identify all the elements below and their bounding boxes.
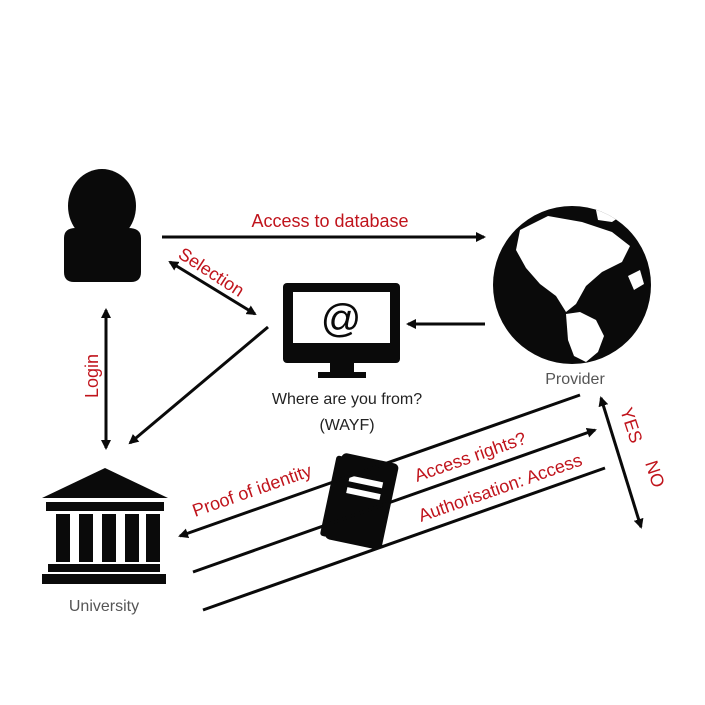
globe-icon <box>493 206 651 364</box>
monitor-at-icon: @ <box>283 283 400 378</box>
university-building-icon <box>42 468 168 584</box>
access-to-database-label: Access to database <box>251 211 408 231</box>
yes-no-arrow <box>598 396 644 529</box>
authorisation-line <box>202 466 606 612</box>
selection-arrow <box>168 260 257 316</box>
yes-label: YES <box>616 405 646 445</box>
book-icon <box>320 453 399 550</box>
access-rights-arrow <box>192 427 597 574</box>
no-label: NO <box>641 458 668 490</box>
proof-of-identity-arrow <box>178 393 581 539</box>
university-caption: University <box>69 598 139 615</box>
wayf-abbrev-label: (WAYF) <box>319 417 374 434</box>
provider-caption: Provider <box>545 371 605 388</box>
login-label: Login <box>82 354 102 398</box>
svg-text:@: @ <box>321 297 362 341</box>
connectors <box>101 232 644 612</box>
person-icon <box>64 169 141 282</box>
wayf-question-label: Where are you from? <box>272 391 422 408</box>
wayf-to-university-arrow <box>128 325 269 445</box>
